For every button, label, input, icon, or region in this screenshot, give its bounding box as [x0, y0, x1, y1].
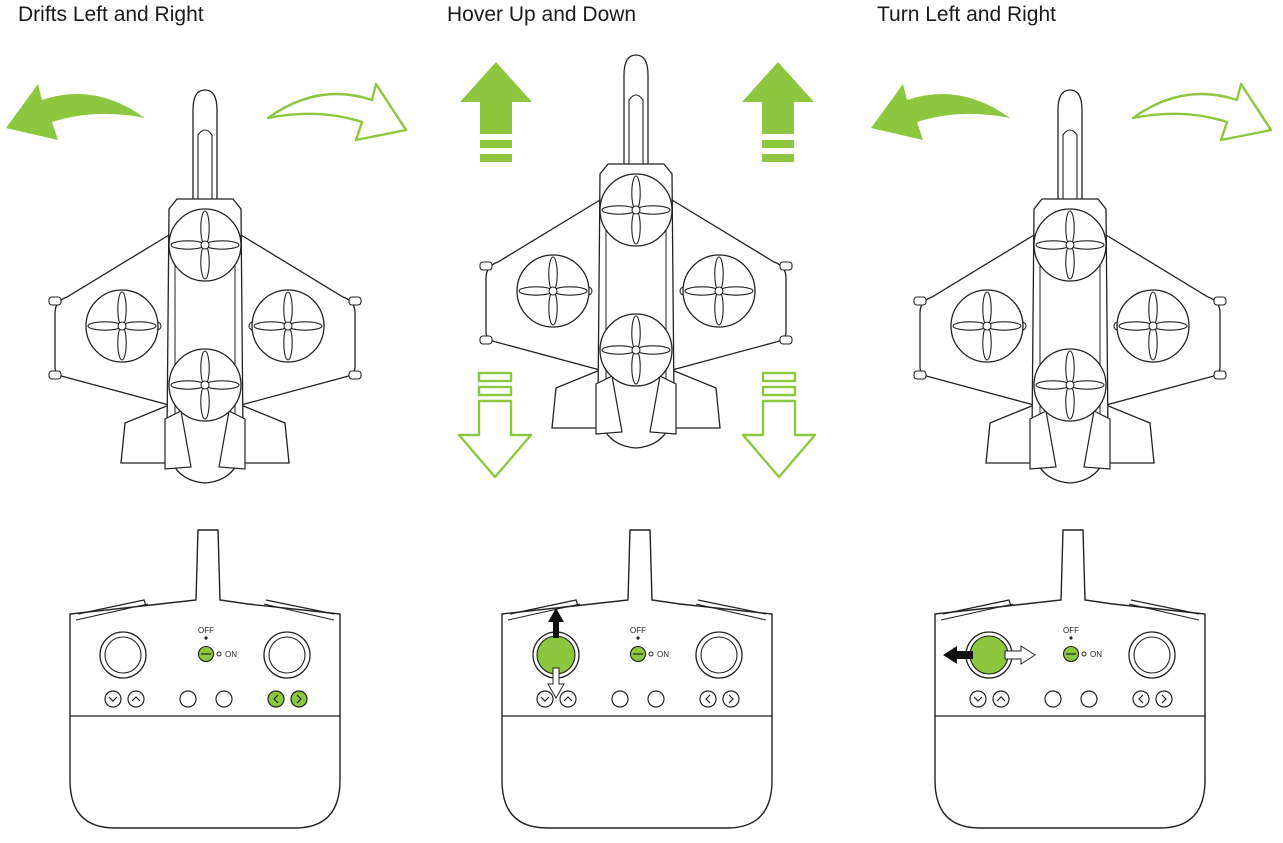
power-switch-icon: OFF ON — [629, 626, 669, 663]
left-stick — [99, 631, 147, 679]
panel-hover: OFF ON — [457, 55, 817, 829]
quadcopter-jet-icon — [914, 90, 1226, 483]
trim-buttons-left — [536, 690, 577, 708]
trim-buttons-right — [699, 690, 740, 708]
right-stick — [1128, 631, 1176, 679]
right-stick — [263, 631, 311, 679]
panel-drift: OFF ON — [6, 82, 408, 829]
down-arrow-icon — [457, 371, 533, 479]
off-label: OFF — [630, 626, 646, 635]
curved-arrow-right-icon — [1131, 82, 1273, 142]
remote-controller-icon: OFF ON — [934, 529, 1206, 829]
panel-title-hover: Hover Up and Down — [447, 3, 637, 26]
panel-title-drift: Drifts Left and Right — [18, 3, 204, 26]
right-stick — [695, 631, 743, 679]
remote-controller-icon: OFF ON — [501, 529, 773, 829]
up-arrow-icon — [742, 62, 814, 162]
off-label: OFF — [198, 626, 214, 635]
power-switch-icon: OFF ON — [1062, 626, 1102, 663]
on-label: ON — [1090, 650, 1102, 659]
power-switch-icon: OFF ON — [197, 626, 237, 663]
trim-buttons-left — [969, 690, 1010, 708]
off-label: OFF — [1063, 626, 1079, 635]
quadcopter-jet-icon — [49, 90, 361, 483]
curved-arrow-left-icon — [6, 84, 145, 140]
panel-title-turn: Turn Left and Right — [877, 3, 1056, 26]
trim-buttons-right — [1132, 690, 1173, 708]
up-arrow-icon — [460, 62, 532, 162]
curved-arrow-right-icon — [266, 82, 408, 142]
left-stick-active — [532, 608, 580, 700]
on-label: ON — [225, 650, 237, 659]
trim-buttons-left — [104, 690, 145, 708]
curved-arrow-left-icon — [871, 84, 1010, 140]
remote-controller-icon: OFF ON — [69, 529, 341, 829]
down-arrow-icon — [741, 371, 817, 479]
trim-buttons-right-highlighted — [267, 690, 308, 708]
on-label: ON — [657, 650, 669, 659]
left-stick-active — [943, 631, 1036, 679]
quadcopter-jet-icon — [480, 55, 792, 448]
panel-turn: OFF ON — [871, 82, 1273, 829]
